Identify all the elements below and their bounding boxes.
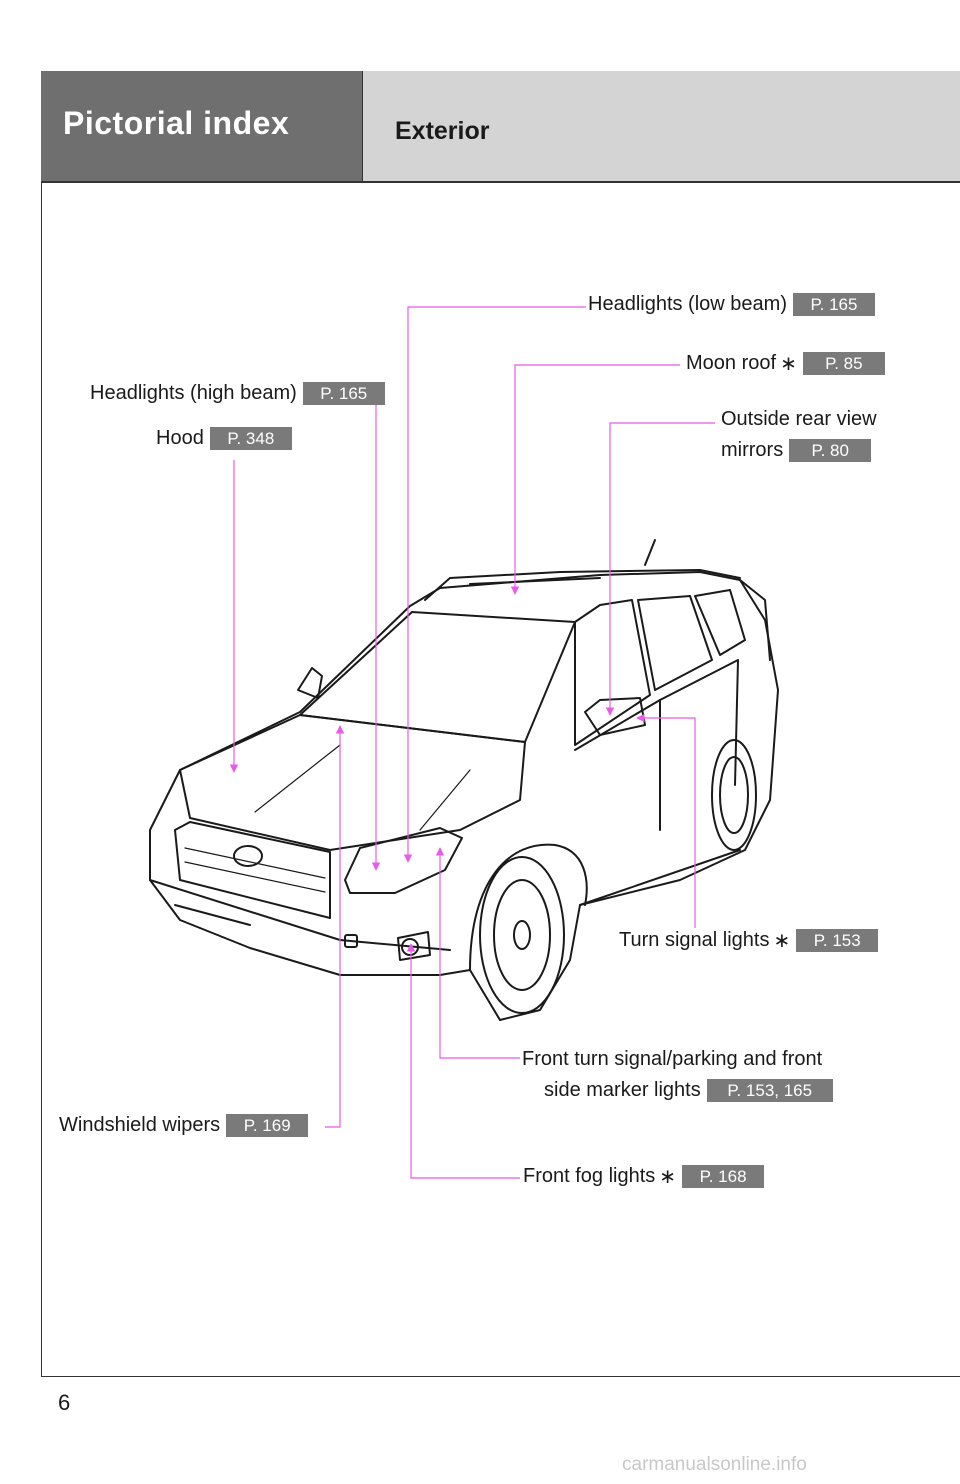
- page-link-hood[interactable]: P. 348: [209, 427, 292, 451]
- page-number: 6: [58, 1390, 71, 1415]
- subsection-header: Exterior: [363, 71, 960, 181]
- leader-mirrors: [605, 422, 715, 716]
- page-link-mirrors[interactable]: P. 80: [789, 439, 872, 463]
- leader-headlights-low: [403, 306, 586, 863]
- leader-turn-signal: [636, 713, 696, 928]
- page-link-moon-roof[interactable]: P. 85: [802, 352, 885, 375]
- leader-moon-roof: [510, 364, 680, 595]
- page-link-turn-signal[interactable]: P. 153: [796, 929, 879, 952]
- header-divider: [41, 181, 960, 183]
- watermark: carmanualsonline.info: [622, 1454, 807, 1475]
- section-title: Pictorial index: [63, 105, 290, 141]
- callout-front-turn: Front turn signal/parking and front side…: [522, 1048, 833, 1103]
- label-turn-signal: Turn signal lights: [619, 929, 770, 951]
- subsection-title: Exterior: [395, 117, 490, 145]
- suv-illustration: [149, 539, 779, 1021]
- page-link-fog[interactable]: P. 168: [682, 1165, 765, 1188]
- callout-turn-signal: Turn signal lights∗P. 153: [619, 928, 879, 953]
- callout-headlights-high: Headlights (high beam)P. 165: [90, 382, 385, 406]
- label-moon-roof: Moon roof: [686, 352, 777, 374]
- label-mirrors-line2: mirrors: [721, 439, 784, 462]
- section-header: Pictorial index: [41, 71, 363, 181]
- leader-wipers: [325, 725, 345, 1128]
- callout-moon-roof: Moon roof∗P. 85: [686, 351, 885, 376]
- label-front-turn-line1: Front turn signal/parking and front: [522, 1048, 823, 1070]
- label-headlights-high: Headlights (high beam): [90, 382, 297, 405]
- label-wipers: Windshield wipers: [59, 1114, 221, 1137]
- optional-mark: ∗: [780, 353, 797, 375]
- optional-mark: ∗: [773, 930, 791, 952]
- leader-fog: [406, 943, 520, 1179]
- callout-fog: Front fog lights∗P. 168: [523, 1164, 765, 1189]
- leader-lines: [229, 306, 715, 1179]
- page-link-wipers[interactable]: P. 169: [226, 1114, 309, 1138]
- label-headlights-low: Headlights (low beam): [588, 293, 787, 316]
- label-mirrors-line1: Outside rear view: [721, 408, 877, 430]
- page-link-front-turn[interactable]: P. 153, 165: [706, 1079, 833, 1103]
- callout-headlights-low: Headlights (low beam)P. 165: [588, 293, 875, 317]
- label-hood: Hood: [156, 427, 204, 450]
- label-front-turn-line2: side marker lights: [544, 1079, 701, 1102]
- page-link-headlights-low[interactable]: P. 165: [792, 293, 875, 317]
- leader-front-turn: [435, 847, 520, 1059]
- optional-mark: ∗: [659, 1166, 677, 1188]
- page-link-headlights-high[interactable]: P. 165: [302, 382, 385, 406]
- label-fog: Front fog lights: [523, 1165, 656, 1187]
